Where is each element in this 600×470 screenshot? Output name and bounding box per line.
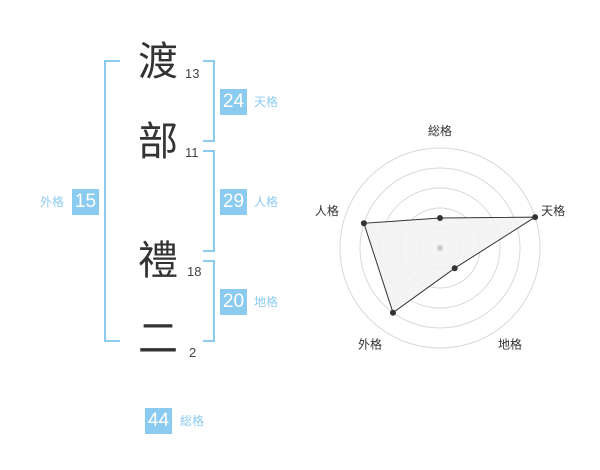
- stroke-count-2: 11: [185, 145, 199, 160]
- gaikaku-value: 15: [72, 189, 99, 215]
- gaikaku-bracket: [104, 60, 120, 342]
- radar-axis-label-3: 外格: [358, 336, 382, 351]
- soukaku-label: 総格: [180, 414, 205, 428]
- radar-axis-label-2: 地格: [498, 336, 522, 351]
- chikaku-bracket: [203, 260, 215, 342]
- jinkaku-label: 人格: [254, 195, 279, 209]
- tenkaku-label: 天格: [254, 95, 279, 109]
- chikaku-value: 20: [220, 289, 247, 315]
- radar-axis-label-1: 天格: [541, 203, 565, 218]
- jinkaku-bracket: [203, 150, 215, 252]
- gaikaku-label: 外格: [40, 195, 65, 209]
- stroke-count-4: 2: [189, 345, 197, 360]
- radar-ring-5: [339, 147, 541, 349]
- name-char-2: 部: [138, 119, 178, 165]
- jinkaku-value: 29: [220, 189, 247, 215]
- radar-point-3: [389, 309, 396, 316]
- radar-point-1: [532, 214, 539, 221]
- radar-center-dot: [437, 245, 443, 251]
- soukaku-value: 44: [145, 408, 172, 434]
- name-char-3: 禮: [138, 238, 178, 284]
- radar-point-2: [451, 265, 458, 272]
- radar-area: [363, 216, 537, 314]
- stroke-count-1: 13: [185, 66, 200, 81]
- radar-point-4: [360, 220, 367, 227]
- tenkaku-value: 24: [220, 89, 247, 115]
- radar-rings: [339, 147, 541, 349]
- tenkaku-bracket: [203, 60, 215, 142]
- name-char-4: 二: [138, 316, 178, 362]
- chikaku-label: 地格: [254, 295, 279, 309]
- radar-axis-label-0: 総格: [428, 123, 452, 138]
- radar-ring-4: [359, 167, 521, 329]
- name-char-1: 渡: [138, 39, 178, 85]
- stroke-count-3: 18: [187, 264, 202, 279]
- radar-axis-label-4: 人格: [315, 203, 339, 218]
- radar-point-0: [437, 215, 443, 221]
- radar-points: [360, 214, 539, 316]
